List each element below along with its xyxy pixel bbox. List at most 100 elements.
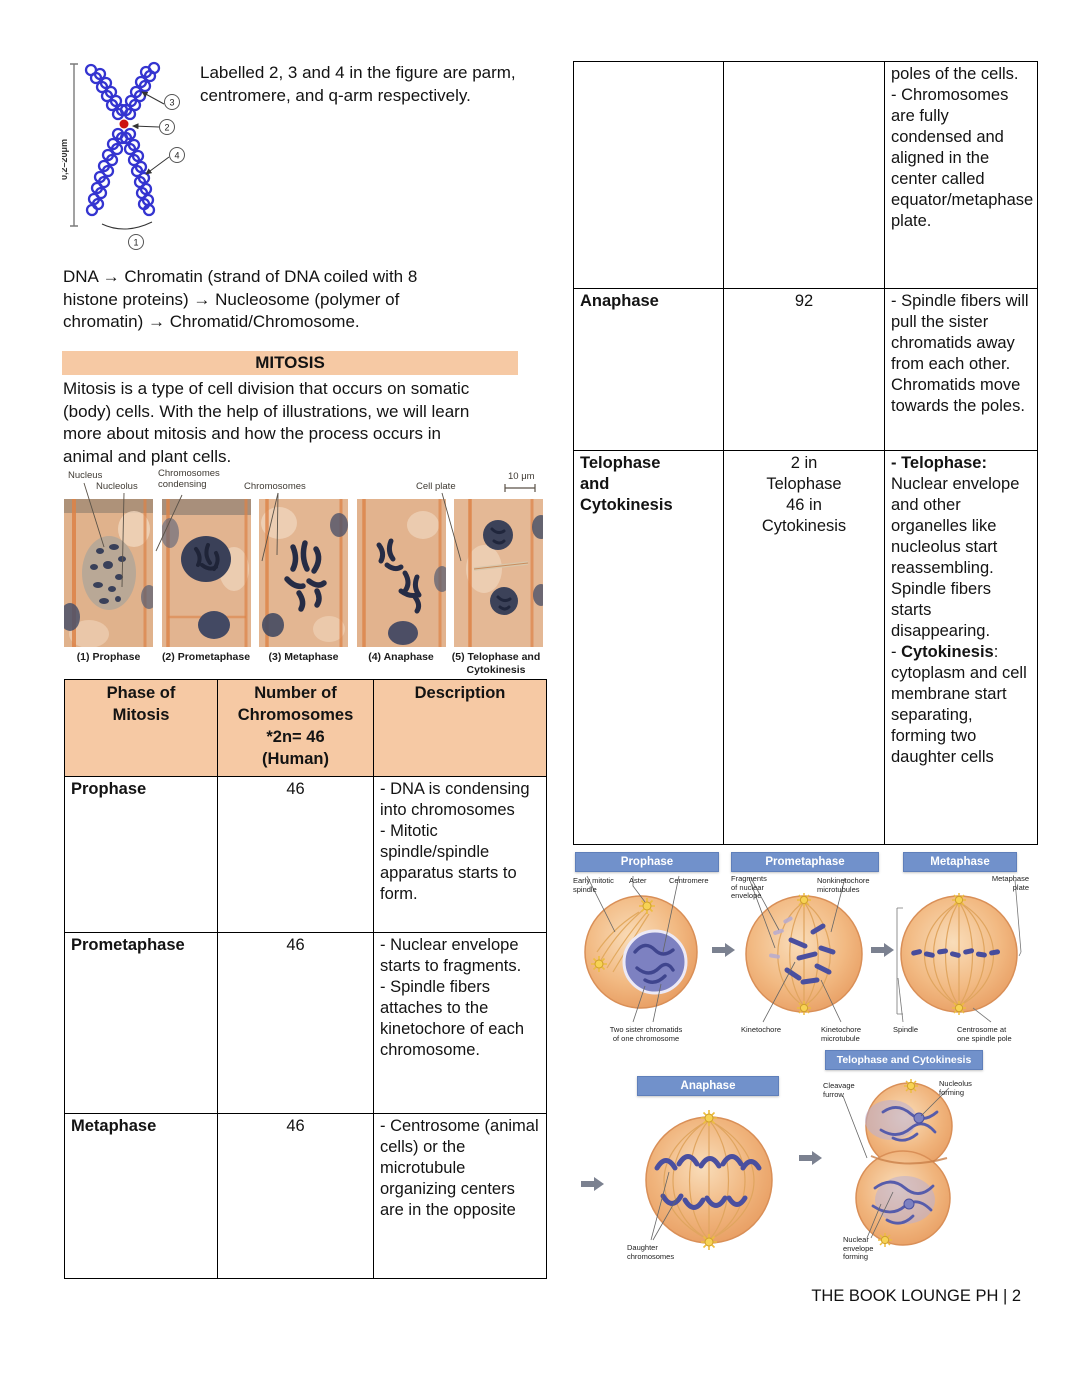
micrograph-metaphase-image (259, 499, 348, 647)
prophase-cell-illustration (584, 875, 698, 1023)
arrow-right-icon (799, 1150, 823, 1166)
arrow-right-icon (712, 942, 736, 958)
label-daughter-chromosomes: Daughter chromosomes (627, 1243, 675, 1261)
strip-panel-label-2: (2) Prometaphase (161, 651, 251, 663)
chromosome-coils (84, 61, 161, 217)
svg-text:1: 1 (133, 238, 138, 248)
label-centrosome-spindle-pole: Centrosome at one spindle pole (957, 1025, 1012, 1043)
diagram-prophase-panel: Prophase Early mitotic spindle Aster Cen… (573, 850, 719, 1050)
label-metaphase-plate: Metaphase plate (991, 874, 1029, 892)
cell-number: 92 (723, 288, 885, 451)
diagram-prometaphase-header: Prometaphase (731, 852, 879, 872)
strip-label-chromosomes: Chromosomes (244, 481, 306, 492)
diagram-telophase-header: Telophase and Cytokinesis (825, 1050, 983, 1070)
table-row: Metaphase 46 - Centrosome (animal cells)… (64, 1113, 547, 1279)
arrow-right-icon (581, 1176, 605, 1192)
chromosome-caption: Labelled 2, 3 and 4 in the figure are pa… (200, 63, 516, 105)
strip-label-cell-plate: Cell plate (416, 481, 456, 492)
prometaphase-cell-illustration (745, 877, 863, 1023)
telophase-body: Nuclear envelope and other organelles li… (891, 475, 1020, 640)
cell-description: - Spindle fibers will pull the sister ch… (884, 288, 1038, 451)
cytokinesis-body: : cytoplasm and cell membrane start sepa… (891, 643, 1027, 766)
cell-description: - DNA is condensing into chromosomes - M… (373, 776, 547, 933)
callout-arrows (101, 91, 170, 230)
cell-phase: Prophase (64, 776, 218, 933)
cell-number: 46 (217, 1113, 374, 1279)
strip-label-scale: 10 μm (508, 471, 535, 482)
cell-phase: Prometaphase (64, 932, 218, 1114)
diagram-metaphase-header: Metaphase (903, 852, 1017, 872)
label-kinetochore-microtubule: Kinetochore microtubule (821, 1025, 862, 1043)
mitosis-table-left: Phase of Mitosis Number of Chromosomes *… (64, 679, 547, 1279)
label-fragments-nuclear-envelope: Fragments of nuclear envelope (731, 874, 767, 901)
cytokinesis-bold: Cytokinesis (901, 643, 994, 661)
label-nuclear-envelope-forming: Nuclear envelope forming (843, 1235, 874, 1262)
scale-bar (70, 63, 78, 227)
label-nucleolus-forming: Nucleolus forming (939, 1079, 972, 1097)
strip-panel-label-5: (5) Telophase and Cytokinesis (451, 651, 541, 676)
arrow-right-icon (871, 942, 895, 958)
label-two-sister-chromatids: Two sister chromatids of one chromosome (609, 1025, 683, 1043)
table-row: Anaphase 92 - Spindle fibers will pull t… (573, 288, 1038, 451)
telophase-bold: - Telophase: (891, 454, 987, 472)
micrograph-anaphase-image (356, 499, 450, 647)
label-spindle: Spindle (893, 1025, 919, 1034)
callout-badges: 3 2 4 1 (128, 94, 185, 250)
phase-diagram: Prophase Early mitotic spindle Aster Cen… (573, 850, 1037, 1270)
diagram-prometaphase-panel: Prometaphase Fragments of nuclear envelo… (729, 850, 879, 1050)
table-header-row: Phase of Mitosis Number of Chromosomes *… (64, 679, 547, 777)
header-number: Number of Chromosomes *2n= 46 (Human) (217, 679, 374, 777)
micrograph-telophase-image (454, 499, 550, 647)
centromere-dot (119, 119, 129, 129)
header-phase: Phase of Mitosis (64, 679, 218, 777)
cell-phase (573, 61, 724, 289)
diagram-anaphase-header: Anaphase (637, 1076, 779, 1096)
cell-number: 2 in Telophase 46 in Cytokinesis (723, 450, 885, 845)
diagram-telophase-panel: Telophase and Cytokinesis Cleavage furro… (821, 1050, 996, 1265)
micrograph-telophase (454, 499, 550, 647)
mitosis-intro: Mitosis is a type of cell division that … (63, 379, 470, 466)
strip-panel-label-3: (3) Metaphase (268, 651, 339, 663)
header-description: Description (373, 679, 547, 777)
micrograph-prophase-image (60, 499, 157, 648)
telophase-cells-illustration (842, 1079, 953, 1247)
cell-description: - Nuclear envelope starts to fragments. … (373, 932, 547, 1114)
scale-label: 0,2–20μm (62, 139, 69, 180)
label-early-mitotic-spindle: Early mitotic spindle (573, 876, 614, 894)
chromosome-figure: 0,2–20μm 3 (59, 58, 262, 263)
cell-description: - Telophase: Nuclear envelope and other … (884, 450, 1038, 845)
diagram-metaphase-panel: Metaphase Metaphase plate (891, 850, 1031, 1050)
table-row: Telophase and Cytokinesis 2 in Telophase… (573, 450, 1038, 845)
strip-label-nucleus: Nucleus (68, 470, 103, 481)
chromosome-illustration: 0,2–20μm 3 (59, 61, 185, 250)
strip-panel-label-1: (1) Prophase (76, 651, 141, 663)
cytokinesis-prefix: - (891, 643, 897, 661)
strip-label-nucleolus: Nucleolus (96, 481, 138, 492)
strip-label-chromosomes-condensing: Chromosomes condensing (158, 468, 220, 490)
cell-number: 46 (217, 776, 374, 933)
mitosis-table-right: poles of the cells. - Chromosomes are fu… (573, 61, 1038, 845)
micrograph-anaphase (356, 499, 450, 647)
cell-phase: Metaphase (64, 1113, 218, 1279)
diagram-anaphase-panel: Anaphase (621, 1076, 796, 1270)
micrograph-strip: Nucleus Nucleolus Chromosomes condensing… (60, 468, 550, 684)
label-aster: Aster (629, 876, 647, 885)
mitosis-heading: MITOSIS (62, 351, 518, 375)
cell-description: - Centrosome (animal cells) or the micro… (373, 1113, 547, 1279)
anaphase-cell-illustration (645, 1110, 773, 1250)
micrograph-prometaphase (160, 499, 251, 647)
label-kinetochore: Kinetochore (741, 1025, 782, 1034)
dna-flow-paragraph: DNA → Chromatin (strand of DNA coiled wi… (63, 267, 418, 331)
svg-text:4: 4 (174, 151, 179, 161)
page-footer: THE BOOK LOUNGE PH | 2 (811, 1287, 1021, 1305)
cell-number: 46 (217, 932, 374, 1114)
svg-text:3: 3 (169, 98, 174, 108)
diagram-prophase-header: Prophase (575, 852, 719, 872)
svg-text:2: 2 (164, 123, 169, 133)
micrograph-metaphase (259, 499, 348, 647)
metaphase-cell-illustration (896, 879, 1022, 1023)
table-row: Prometaphase 46 - Nuclear envelope start… (64, 932, 547, 1114)
cell-number (723, 61, 885, 289)
cell-phase: Anaphase (573, 288, 724, 451)
